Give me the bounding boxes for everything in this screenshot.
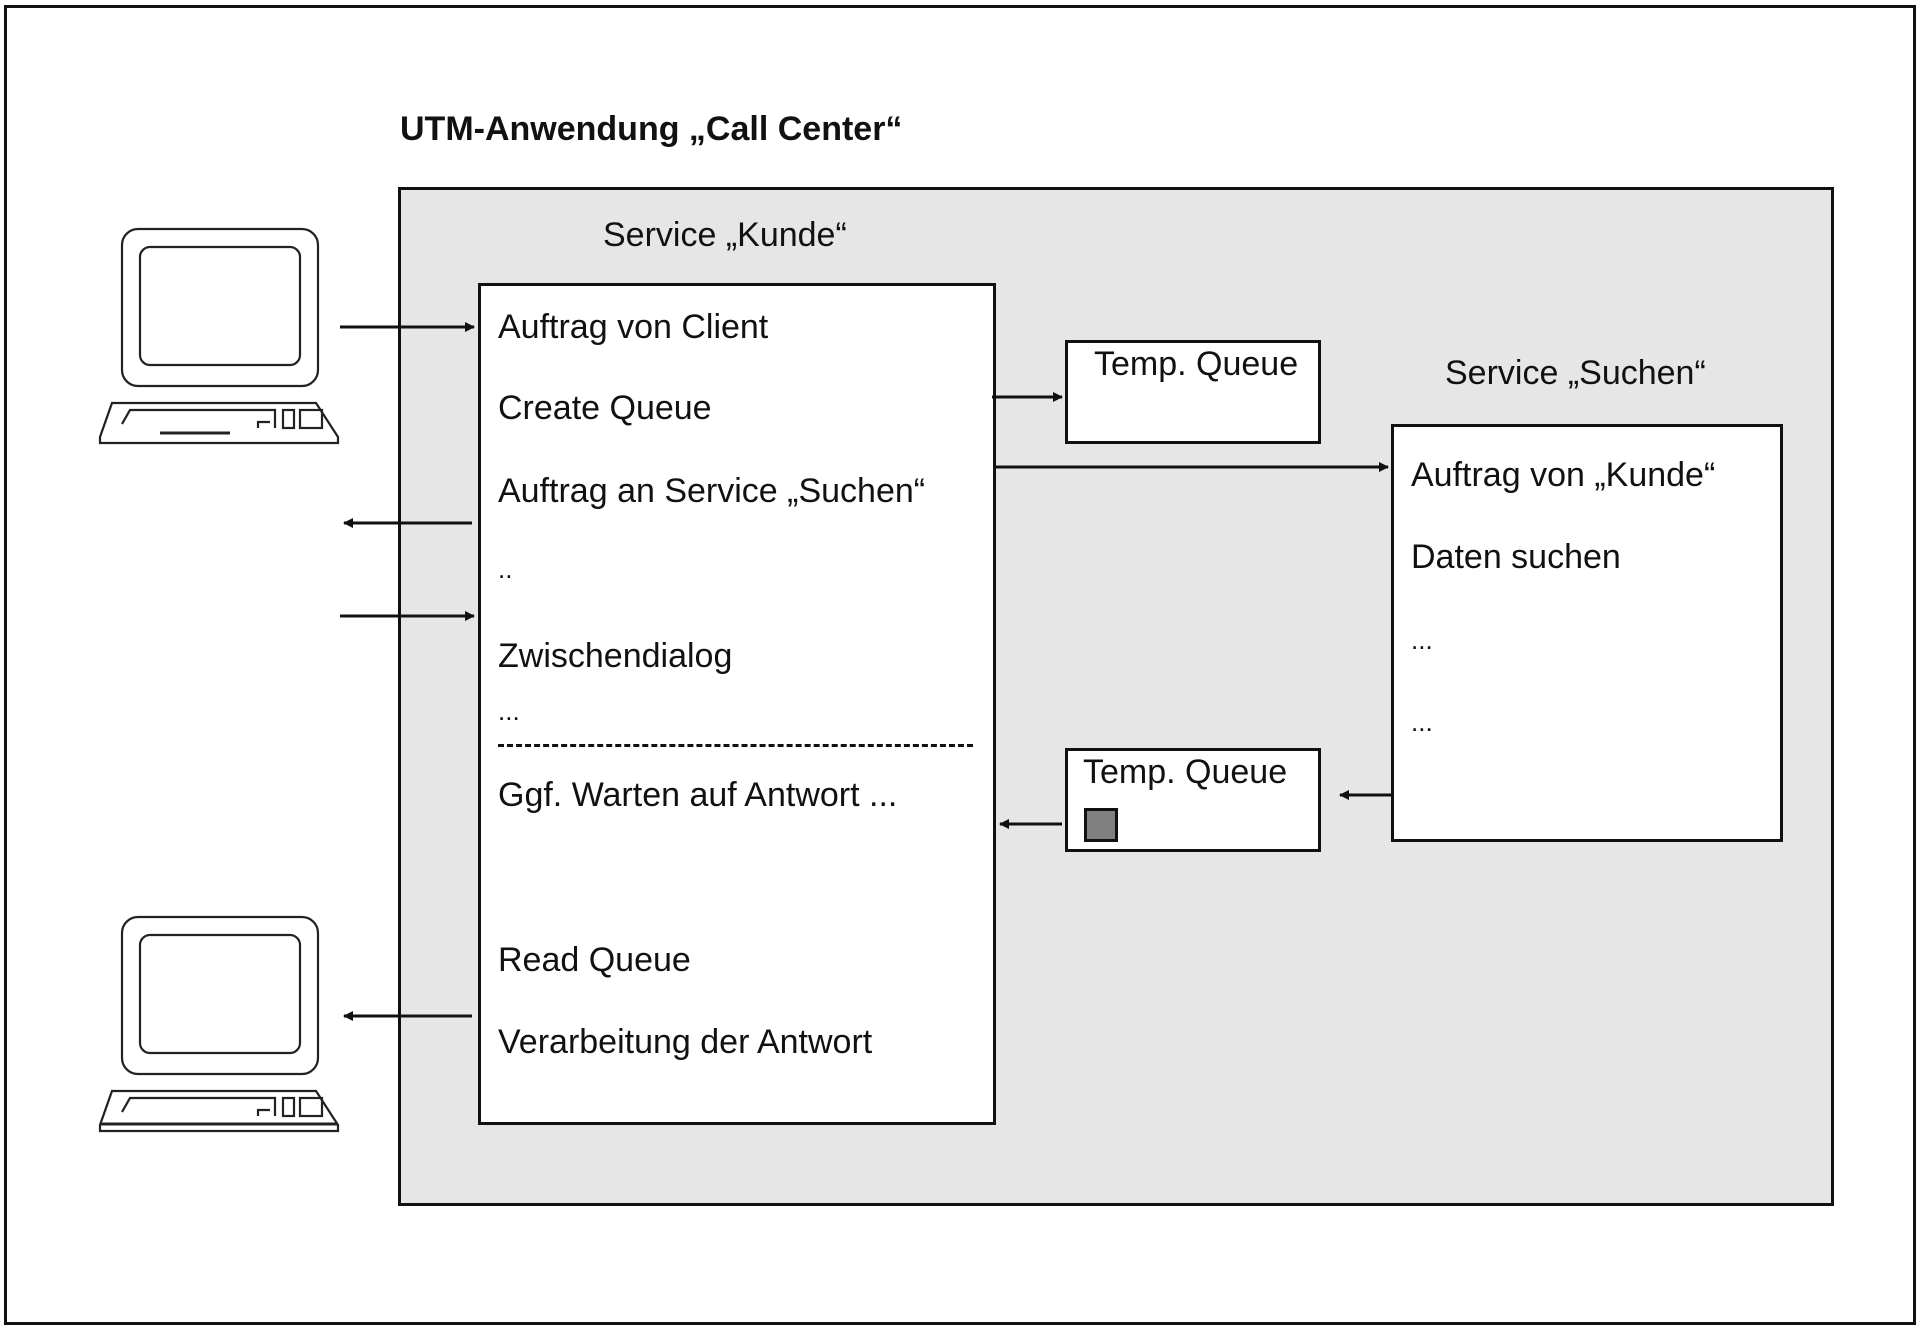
suchen-step-auftrag-von-kunde: Auftrag von „Kunde“: [1411, 456, 1716, 494]
temp-queue-top: Temp. Queue: [1065, 340, 1321, 444]
suchen-step-ellipsis-2: ...: [1411, 707, 1433, 737]
dashed-separator: [498, 744, 973, 747]
computer-terminal-icon: [98, 915, 340, 1133]
step-verarbeitung-antwort: Verarbeitung der Antwort: [498, 1023, 873, 1061]
step-zwischendialog: Zwischendialog: [498, 637, 733, 675]
diagram-title: UTM-Anwendung „Call Center“: [400, 110, 903, 148]
step-auftrag-an-suchen: Auftrag an Service „Suchen“: [498, 472, 926, 510]
step-warten-auf-antwort: Ggf. Warten auf Antwort ...: [498, 776, 898, 814]
step-read-queue: Read Queue: [498, 941, 691, 979]
step-ellipsis-3: ...: [498, 696, 520, 726]
temp-queue-top-label: Temp. Queue: [1094, 345, 1299, 383]
temp-queue-bottom-label: Temp. Queue: [1083, 753, 1288, 791]
step-create-queue: Create Queue: [498, 389, 712, 427]
temp-queue-bottom: Temp. Queue: [1065, 748, 1321, 852]
step-ellipsis-2: ..: [498, 554, 513, 584]
suchen-step-ellipsis-1: ...: [1411, 625, 1433, 655]
service-kunde-box: Auftrag von Client Create Queue Auftrag …: [478, 283, 996, 1125]
step-auftrag-von-client: Auftrag von Client: [498, 308, 769, 346]
suchen-step-daten-suchen: Daten suchen: [1411, 538, 1621, 576]
computer-terminal-icon: [98, 227, 340, 445]
queue-message-icon: [1084, 808, 1118, 842]
service-kunde-label: Service „Kunde“: [603, 216, 847, 254]
service-suchen-label: Service „Suchen“: [1445, 354, 1706, 392]
service-suchen-box: Auftrag von „Kunde“ Daten suchen ... ...: [1391, 424, 1783, 842]
diagram-frame: [4, 5, 1916, 1325]
